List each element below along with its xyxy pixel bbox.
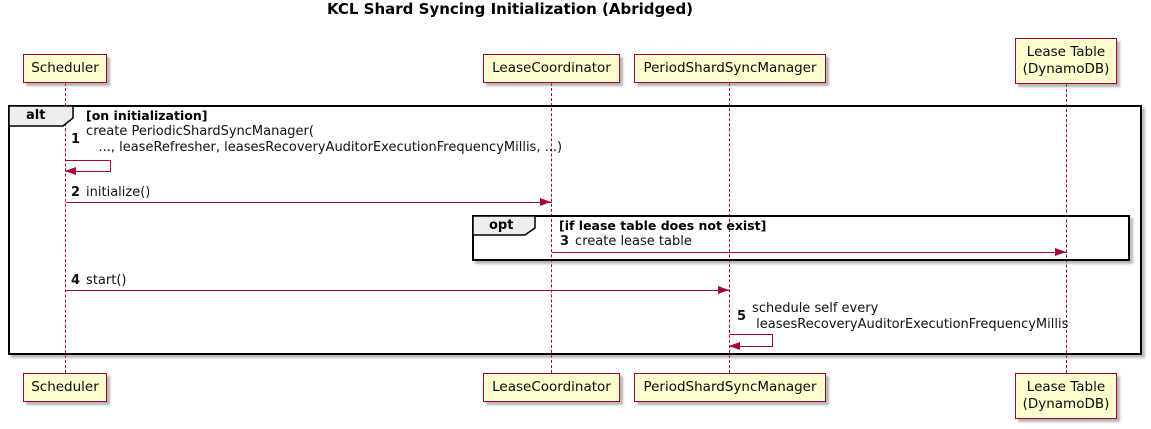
message-2-number: 2 [71, 185, 81, 200]
arrowhead-right-icon [718, 286, 729, 294]
message-4-arrow [66, 290, 730, 291]
participant-lease-coordinator-top: LeaseCoordinator [483, 54, 620, 83]
message-1-number: 1 [71, 132, 81, 147]
lifeline-scheduler [65, 83, 66, 373]
lifeline-lease-coordinator [551, 83, 552, 373]
message-5-label: 5 schedule self every leasesRecoveryAudi… [737, 301, 1068, 333]
arrowhead-right-icon [540, 198, 551, 206]
message-2-label: 2 initialize() [71, 185, 150, 201]
diagram-title: KCL Shard Syncing Initialization (Abridg… [326, 0, 694, 18]
alt-condition: [on initialization] [86, 108, 208, 123]
participant-scheduler-top: Scheduler [23, 54, 107, 83]
opt-condition: [if lease table does not exist] [559, 218, 767, 233]
message-5-text: schedule self every leasesRecoveryAudito… [752, 301, 1069, 332]
message-3-arrow [552, 252, 1067, 253]
message-3-text: create lease table [575, 234, 692, 249]
participant-scheduler-bottom: Scheduler [23, 373, 107, 402]
message-2-arrow [66, 202, 552, 203]
message-5-number: 5 [737, 309, 747, 324]
message-1-label: 1 create PeriodicShardSyncManager( ..., … [71, 124, 562, 156]
message-2-text: initialize() [86, 185, 151, 200]
participant-period-shard-sync-manager-top: PeriodShardSyncManager [634, 54, 826, 83]
message-4-text: start() [86, 273, 127, 288]
arrowhead-left-icon [729, 342, 740, 350]
alt-frame [8, 105, 1142, 355]
opt-frame-tab [473, 216, 536, 236]
message-4-label: 4 start() [71, 273, 126, 289]
participant-lease-table-bottom: Lease Table (DynamoDB) [1015, 373, 1117, 419]
opt-frame [472, 215, 1130, 261]
arrowhead-left-icon [65, 167, 76, 175]
alt-keyword: alt [26, 108, 46, 123]
arrowhead-right-icon [1055, 248, 1066, 256]
lifeline-period-shard-sync-manager [729, 83, 730, 373]
message-3-label: 3 create lease table [560, 234, 692, 250]
lifeline-lease-table [1066, 84, 1067, 373]
participant-period-shard-sync-manager-bottom: PeriodShardSyncManager [634, 373, 826, 402]
message-1-text: create PeriodicShardSyncManager( ..., le… [86, 124, 563, 155]
opt-keyword: opt [489, 218, 514, 233]
message-3-number: 3 [560, 234, 570, 249]
message-5-self-arrow [730, 334, 773, 347]
alt-frame-tab [9, 106, 74, 127]
message-1-self-arrow [66, 160, 111, 172]
participant-lease-coordinator-bottom: LeaseCoordinator [483, 373, 620, 402]
message-4-number: 4 [71, 273, 81, 288]
participant-lease-table-top: Lease Table (DynamoDB) [1015, 38, 1117, 84]
